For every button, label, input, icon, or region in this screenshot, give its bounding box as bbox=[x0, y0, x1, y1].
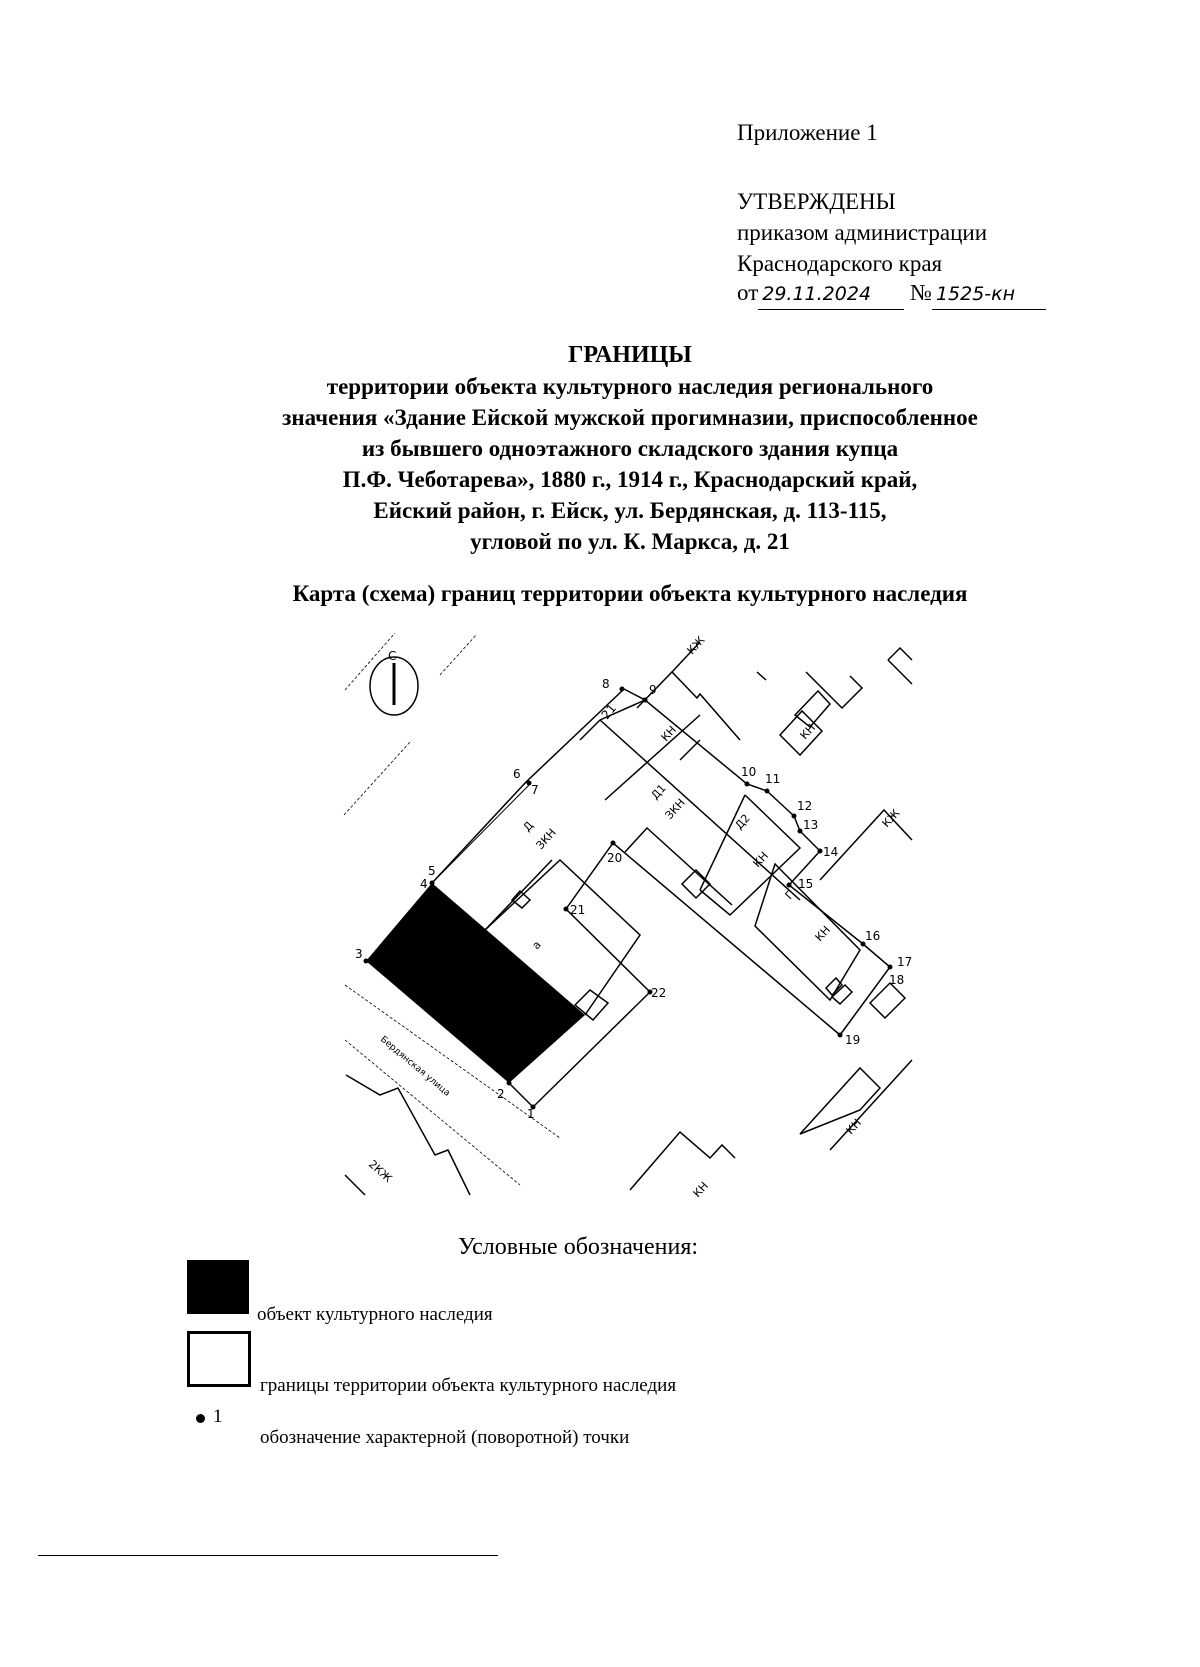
point-label: 3 bbox=[355, 947, 363, 961]
legend-point-number: 1 bbox=[213, 1406, 223, 1427]
number-label: № bbox=[910, 280, 932, 305]
title-line-2: значения «Здание Ейской мужской прогимна… bbox=[282, 405, 978, 430]
point-label: 18 bbox=[889, 973, 904, 987]
order-line-1: приказом администрации bbox=[737, 220, 988, 245]
handwritten-date: 29.11.2024 bbox=[758, 279, 905, 310]
point-label: 15 bbox=[798, 877, 813, 891]
point-label: 5 bbox=[428, 864, 436, 878]
building-label: ЗКН bbox=[663, 796, 688, 822]
north-arrow-icon bbox=[343, 632, 478, 816]
map-title: Карта (схема) границ территории объекта … bbox=[292, 581, 968, 606]
legend-outline-square-icon bbox=[187, 1331, 251, 1387]
point-label: 17 bbox=[897, 955, 912, 969]
title-line-6: угловой по ул. К. Маркса, д. 21 bbox=[470, 529, 790, 554]
point-label: 4 bbox=[420, 877, 428, 891]
legend-heading: Условные обозначения: bbox=[458, 1234, 699, 1260]
turning-points bbox=[363, 686, 893, 1110]
building-label: а bbox=[530, 938, 544, 952]
point-label: 13 bbox=[803, 818, 818, 832]
point-label: 1 bbox=[527, 1107, 535, 1121]
building-label: 2КЖ bbox=[366, 1158, 395, 1186]
point-label: 2 bbox=[497, 1087, 505, 1101]
order-line-2: Краснодарского края bbox=[737, 251, 943, 276]
north-label: С bbox=[388, 649, 396, 663]
doc-heading: ГРАНИЦЫ bbox=[568, 342, 692, 368]
point-label: 21 bbox=[570, 903, 585, 917]
building-label: КН bbox=[844, 1116, 864, 1137]
point-label: 12 bbox=[797, 799, 812, 813]
building-label: Д bbox=[521, 819, 537, 834]
building-label: КН bbox=[691, 1179, 711, 1200]
point-label: 20 bbox=[607, 851, 622, 865]
title-line-3: из бывшего одноэтажного складского здани… bbox=[361, 436, 899, 461]
legend-point-icon bbox=[196, 1414, 205, 1423]
point-label: 6 bbox=[513, 767, 521, 781]
point-label: 16 bbox=[865, 929, 880, 943]
title-line-4: П.Ф. Чеботарева», 1880 г., 1914 г., Крас… bbox=[342, 467, 918, 492]
point-label: 10 bbox=[741, 765, 756, 779]
building-label: КЖ bbox=[685, 634, 708, 657]
building-label: Д1 bbox=[649, 782, 669, 802]
point-label: 8 bbox=[602, 677, 610, 691]
point-label: 9 bbox=[649, 683, 657, 697]
building-label: ЗКН bbox=[534, 826, 559, 852]
building-label: КН bbox=[751, 849, 771, 870]
point-label: 19 bbox=[845, 1033, 860, 1047]
legend-filled-square-icon bbox=[187, 1260, 249, 1314]
point-label: 7 bbox=[531, 783, 539, 797]
legend-text-heritage-object: объект культурного наследия bbox=[257, 1304, 493, 1325]
appendix-label: Приложение 1 bbox=[737, 120, 878, 145]
point-label: 14 bbox=[823, 845, 838, 859]
legend-text-boundaries: границы территории объекта культурного н… bbox=[260, 1375, 677, 1396]
street-label: Бердянская улица bbox=[378, 1035, 452, 1099]
legend-text-point: обозначение характерной (поворотной) точ… bbox=[260, 1427, 630, 1448]
approved-label: УТВЕРЖДЕНЫ bbox=[737, 189, 896, 214]
point-label: 22 bbox=[651, 986, 666, 1000]
from-label: от bbox=[737, 280, 759, 305]
building-label: КН bbox=[813, 923, 833, 944]
footer-rule bbox=[38, 1555, 498, 1556]
point-label: 11 bbox=[765, 772, 780, 786]
handwritten-number: 1525-кн bbox=[931, 279, 1046, 310]
title-line-5: Ейский район, г. Ейск, ул. Бердянская, д… bbox=[373, 498, 887, 523]
heritage-object-polygon bbox=[366, 883, 585, 1083]
building-label: КН bbox=[659, 723, 679, 744]
title-line-1: территории объекта культурного наследия … bbox=[326, 374, 934, 399]
